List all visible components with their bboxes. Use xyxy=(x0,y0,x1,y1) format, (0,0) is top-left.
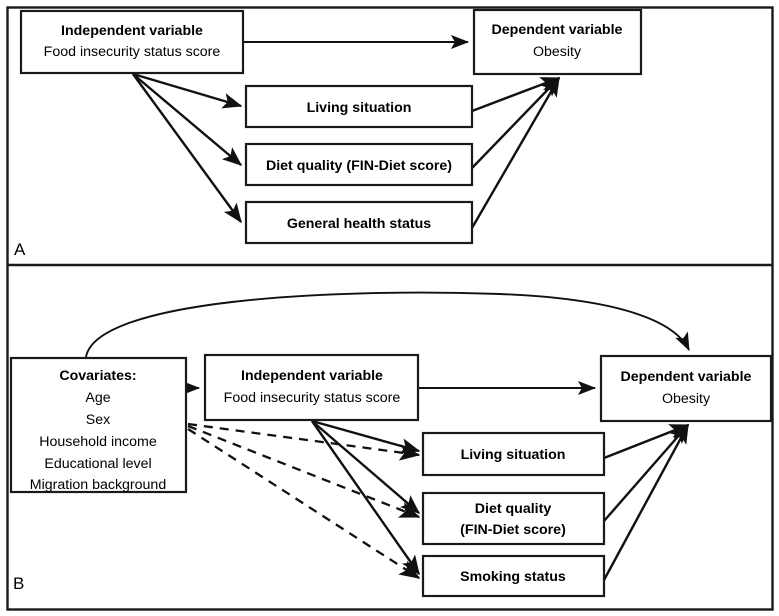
node-b-covariates-item-1: Sex xyxy=(86,412,110,428)
node-b-dependent-variable[interactable]: Dependent variable Obesity xyxy=(599,354,773,423)
node-a-mediator-general-health-status[interactable]: General health status xyxy=(244,200,474,245)
edge-a-general-health-to-dependent xyxy=(470,76,561,229)
node-b-independent-variable[interactable]: Independent variable Food insecurity sta… xyxy=(203,353,420,422)
edge-b-independent-to-diet-quality xyxy=(311,420,421,514)
edge-b-covariates-to-smoking-status-dashed xyxy=(187,428,421,579)
node-b-mediator-2-label: Smoking status xyxy=(460,569,566,585)
node-b-dependent-subtitle: Obesity xyxy=(662,391,711,407)
panel-a: Independent variable Food insecurity sta… xyxy=(14,8,643,259)
node-b-mediator-1-label-line1: Diet quality xyxy=(475,501,552,517)
figure-border xyxy=(6,6,774,611)
edge-b-covariates-to-dependent-curve xyxy=(85,291,690,358)
node-a-mediator-0-label: Living situation xyxy=(307,100,412,116)
node-b-independent-title: Independent variable xyxy=(241,368,383,384)
node-a-independent-subtitle: Food insecurity status score xyxy=(44,44,221,60)
node-a-mediator-2-label: General health status xyxy=(287,216,431,232)
node-b-covariates-title: Covariates: xyxy=(59,368,136,384)
node-a-mediator-living-situation[interactable]: Living situation xyxy=(244,84,474,129)
edge-b-independent-to-living-situation xyxy=(311,419,421,454)
node-a-independent-title: Independent variable xyxy=(61,23,203,39)
edge-b-living-situation-to-dependent xyxy=(603,423,690,460)
edge-a-independent-to-living-situation xyxy=(132,72,243,109)
panel-a-edges xyxy=(132,34,561,229)
node-b-independent-subtitle: Food insecurity status score xyxy=(224,390,401,406)
node-b-covariates-item-0: Age xyxy=(85,390,110,406)
edge-b-smoking-status-to-dependent xyxy=(602,423,690,581)
node-a-mediator-1-label: Diet quality (FIN-Diet score) xyxy=(266,158,452,174)
node-b-dependent-title: Dependent variable xyxy=(621,369,752,385)
node-a-dependent-variable[interactable]: Dependent variable Obesity xyxy=(472,8,643,76)
node-a-dependent-title: Dependent variable xyxy=(492,22,623,38)
panel-label-b: B xyxy=(13,574,24,593)
node-b-covariates-item-2: Household income xyxy=(39,434,157,450)
node-b-mediator-1-label-line2: (FIN-Diet score) xyxy=(460,522,566,538)
edge-a-living-situation-to-dependent xyxy=(471,76,561,113)
node-b-covariates-item-4: Migration background xyxy=(30,477,166,493)
node-a-independent-variable[interactable]: Independent variable Food insecurity sta… xyxy=(19,9,245,75)
node-b-mediator-living-situation[interactable]: Living situation xyxy=(421,431,606,477)
node-a-mediator-diet-quality[interactable]: Diet quality (FIN-Diet score) xyxy=(244,142,474,187)
panel-b: Covariates: Age Sex Household income Edu… xyxy=(9,291,773,598)
edge-a-independent-to-diet-quality xyxy=(132,73,243,166)
node-b-mediator-0-label: Living situation xyxy=(461,447,566,463)
edge-b-independent-to-smoking-status xyxy=(311,420,420,576)
panel-label-a: A xyxy=(14,240,26,259)
edge-b-covariates-to-living-situation-dashed xyxy=(187,422,421,461)
node-b-mediator-diet-quality[interactable]: Diet quality (FIN-Diet score) xyxy=(421,491,606,546)
node-b-mediator-smoking-status[interactable]: Smoking status xyxy=(421,554,606,598)
node-b-covariates[interactable]: Covariates: Age Sex Household income Edu… xyxy=(9,356,188,494)
node-b-covariates-item-3: Educational level xyxy=(44,456,151,472)
edge-b-diet-quality-to-dependent xyxy=(603,423,689,522)
node-a-dependent-subtitle: Obesity xyxy=(533,44,582,60)
edge-a-independent-to-general-health xyxy=(132,73,242,224)
